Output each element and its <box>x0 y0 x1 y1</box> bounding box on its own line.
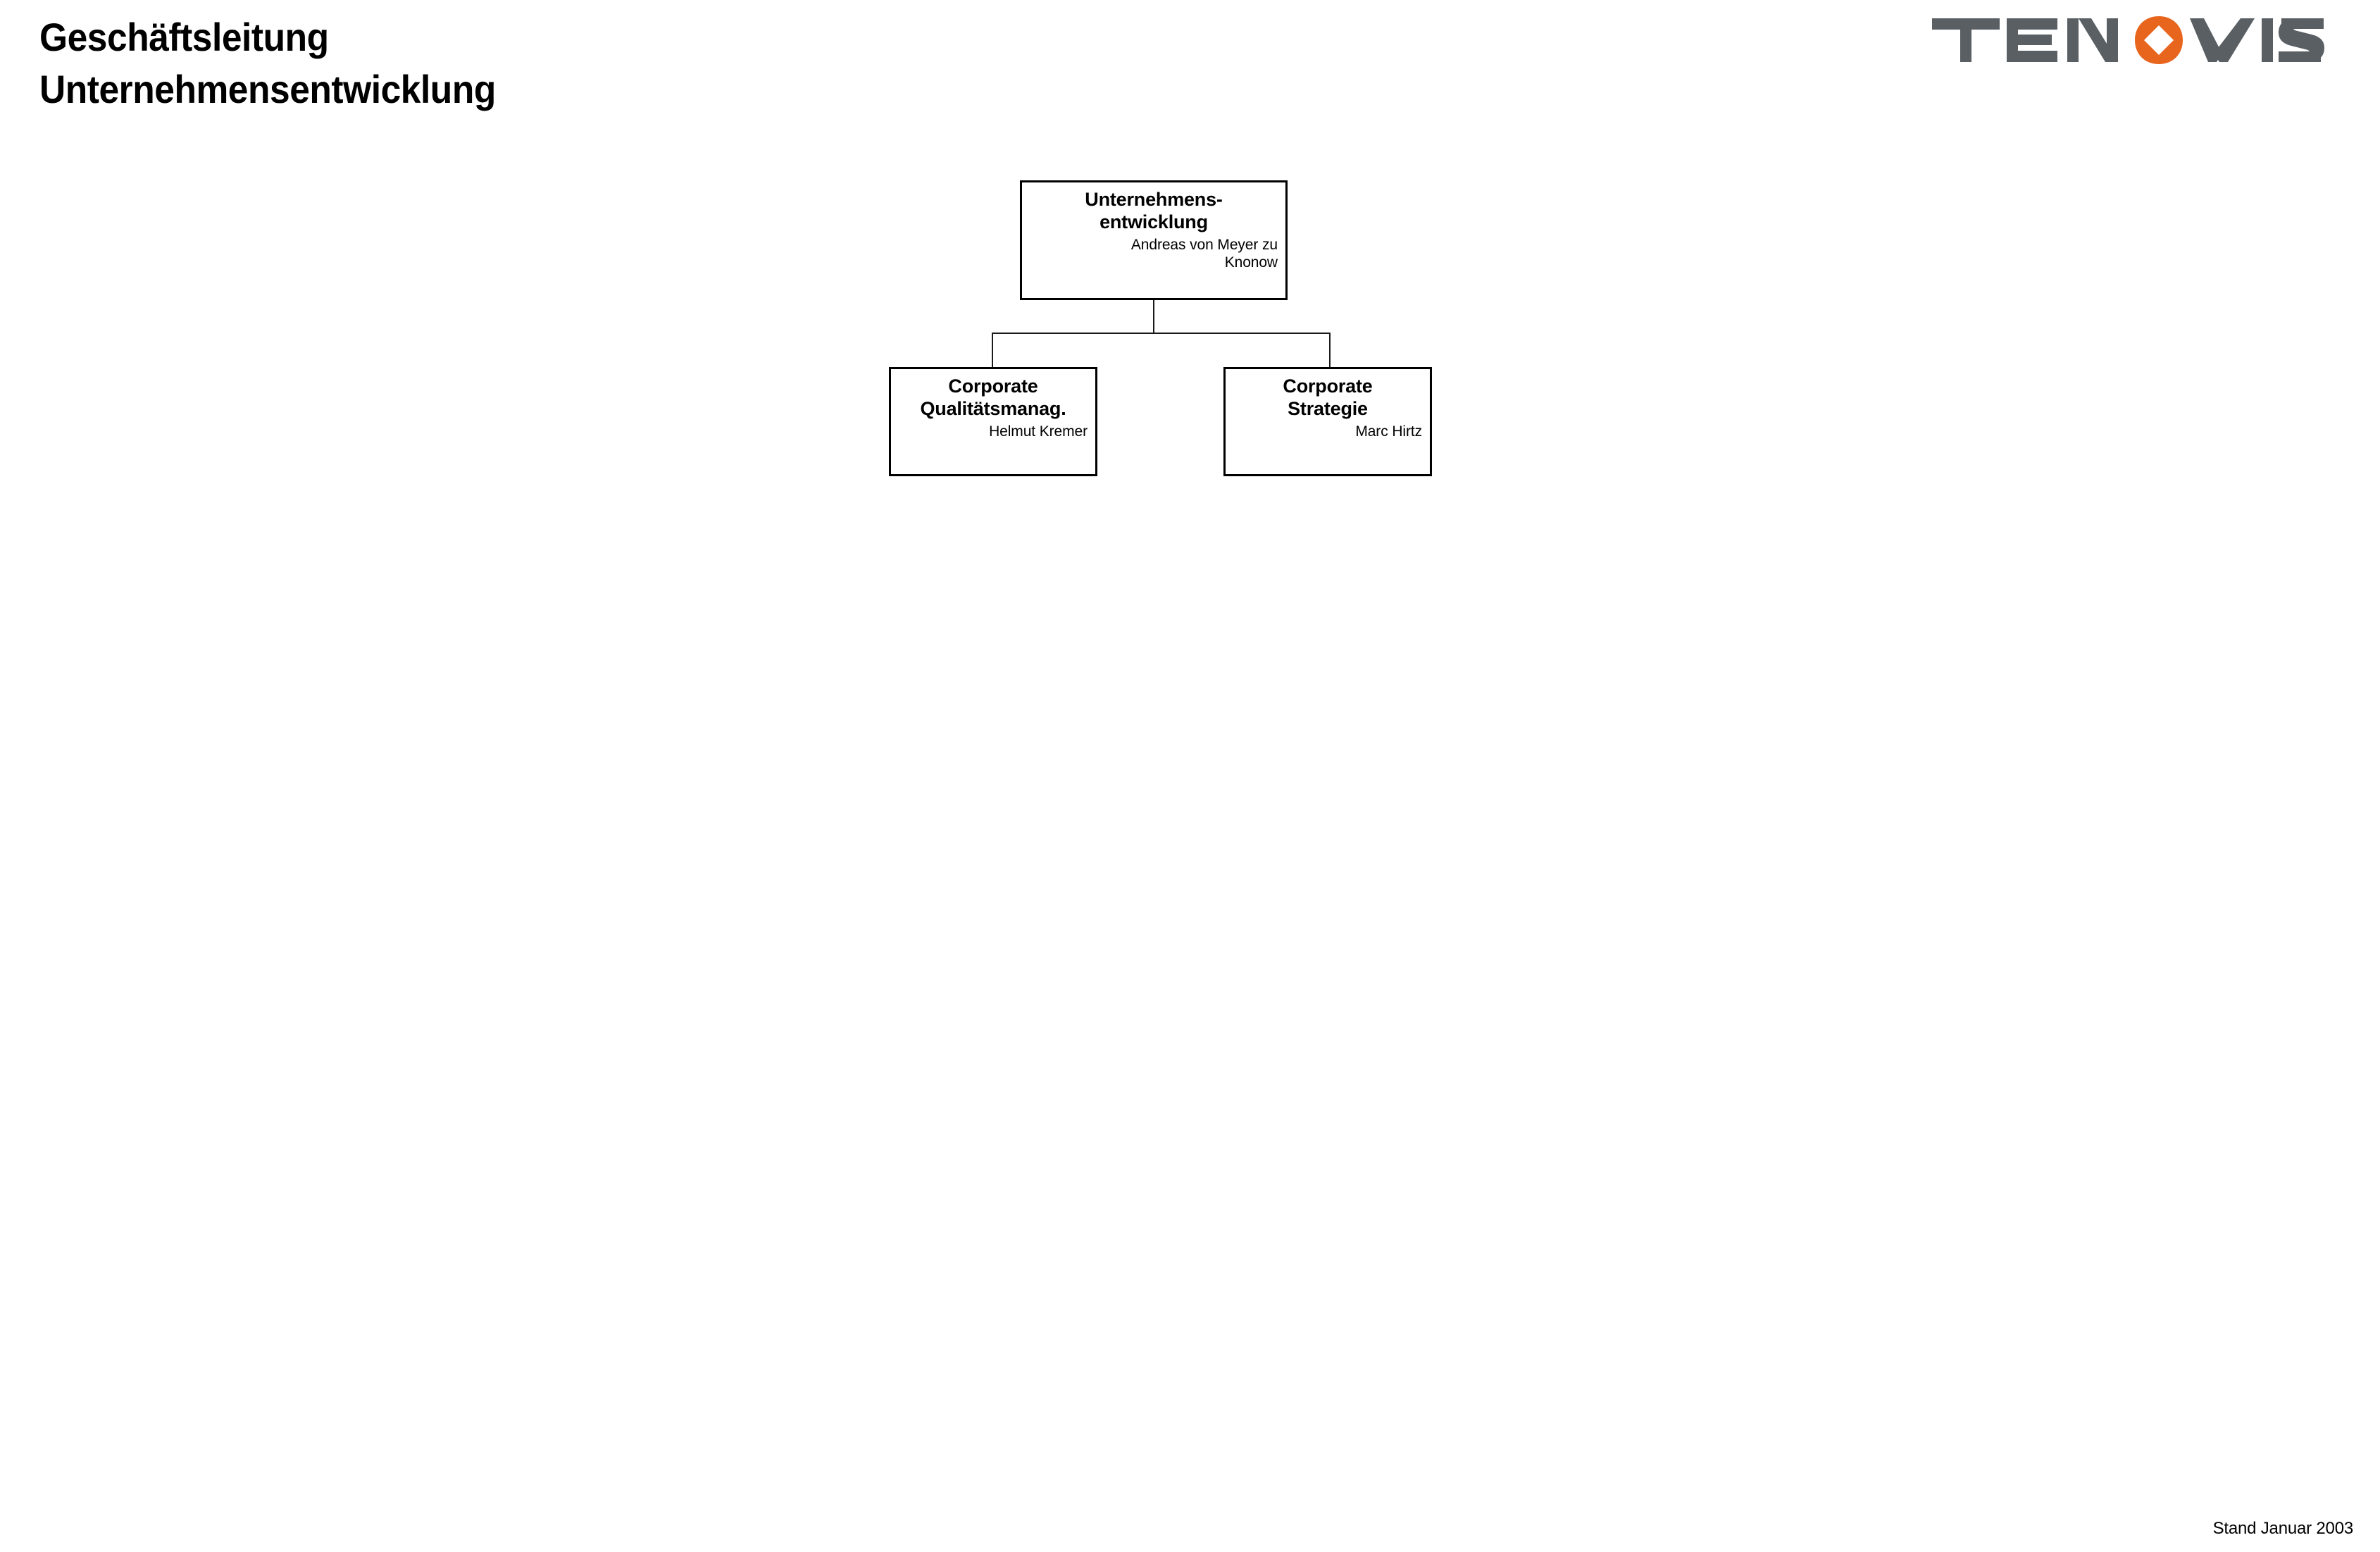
footer-date-stamp: Stand Januar 2003 <box>2212 1518 2354 1538</box>
connector-drop-left <box>992 333 993 368</box>
org-node-title: Corporate Qualitätsmanag. <box>899 375 1088 421</box>
org-node-person-line-2: Knonow <box>1224 254 1278 271</box>
org-node-person-line-1: Andreas von Meyer zu <box>1130 236 1278 253</box>
org-node-title-line-1: Unternehmens- <box>1085 189 1223 210</box>
org-node-title: Corporate Strategie <box>1233 375 1422 421</box>
org-node-title-line-2: Strategie <box>1288 398 1368 420</box>
connector-horizontal-bus <box>992 333 1331 334</box>
connector-drop-right <box>1329 333 1331 368</box>
org-node-unternehmensentwicklung[interactable]: Unternehmens- entwicklung Andreas von Me… <box>1020 180 1288 300</box>
org-node-person: Andreas von Meyer zu Knonow <box>1030 236 1278 271</box>
org-node-title-line-2: Qualitätsmanag. <box>920 398 1066 420</box>
tenovis-logo <box>1932 14 2326 66</box>
org-node-person-line-1: Helmut Kremer <box>989 423 1088 440</box>
org-node-title: Unternehmens- entwicklung <box>1030 188 1278 234</box>
org-node-title-line-2: entwicklung <box>1099 211 1208 233</box>
orange-diamond-o-icon <box>2135 16 2183 64</box>
page-title: Geschäftsleitung Unternehmensentwicklung <box>39 11 496 116</box>
org-node-title-line-1: Corporate <box>948 375 1038 397</box>
org-node-corporate-qualitaetsmanagement[interactable]: Corporate Qualitätsmanag. Helmut Kremer <box>889 367 1097 476</box>
org-node-corporate-strategie[interactable]: Corporate Strategie Marc Hirtz <box>1223 367 1432 476</box>
org-node-title-line-1: Corporate <box>1283 375 1373 397</box>
org-node-person: Helmut Kremer <box>899 423 1088 440</box>
org-node-person-line-1: Marc Hirtz <box>1355 423 1422 440</box>
page-title-line-2: Unternehmensentwicklung <box>39 66 496 111</box>
tenovis-logo-svg <box>1932 16 2324 64</box>
page-title-line-1: Geschäftsleitung <box>39 15 329 59</box>
connector-root-stem <box>1153 300 1154 334</box>
org-node-person: Marc Hirtz <box>1233 423 1422 440</box>
